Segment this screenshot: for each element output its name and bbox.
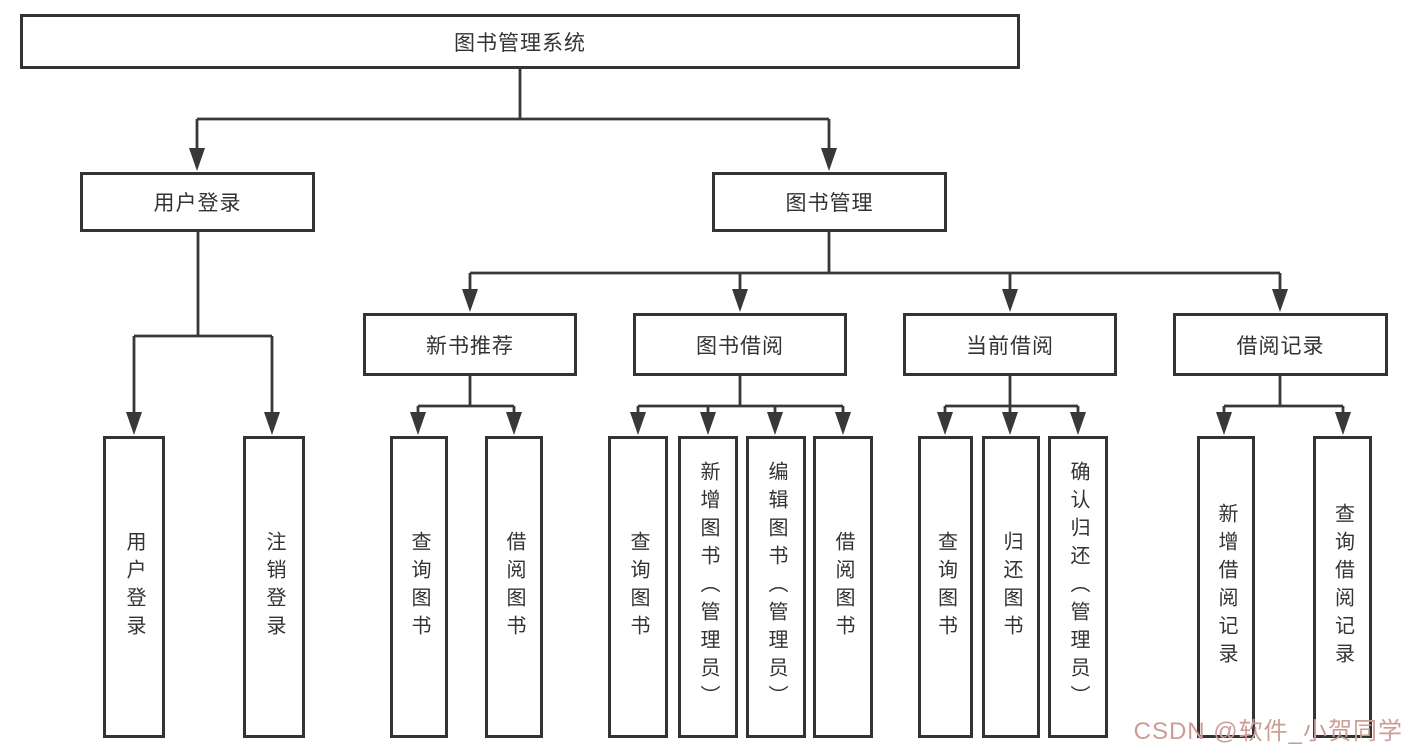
leaf-borrow-book-1: 借阅图书 [485, 436, 543, 738]
leaf-query-book-1: 查询图书 [390, 436, 448, 738]
node-book-management: 图书管理 [712, 172, 947, 232]
leaf-query-borrow-record-label: 查询借阅记录 [1331, 503, 1354, 671]
leaf-borrow-book-1-label: 借阅图书 [503, 531, 525, 643]
watermark: CSDN @软件_小贺同学 [1133, 718, 1403, 745]
leaf-edit-book-admin: 编辑图书（管理员） [746, 436, 806, 738]
leaf-logout: 注销登录 [243, 436, 305, 738]
leaf-return-book-label: 归还图书 [1000, 531, 1022, 643]
leaf-add-borrow-record-label: 新增借阅记录 [1215, 503, 1237, 671]
leaf-confirm-return-admin-label: 确认归还（管理员） [1067, 461, 1089, 713]
node-user-login: 用户登录 [80, 172, 315, 232]
node-borrow-record: 借阅记录 [1173, 313, 1388, 376]
leaf-query-book-2: 查询图书 [608, 436, 668, 738]
node-book-borrow: 图书借阅 [633, 313, 847, 376]
leaf-user-login: 用户登录 [103, 436, 165, 738]
leaf-query-borrow-record: 查询借阅记录 [1313, 436, 1372, 738]
leaf-add-borrow-record: 新增借阅记录 [1197, 436, 1255, 738]
leaf-return-book: 归还图书 [982, 436, 1040, 738]
node-new-book-recommend: 新书推荐 [363, 313, 577, 376]
leaf-query-book-2-label: 查询图书 [627, 531, 649, 643]
leaf-edit-book-admin-label: 编辑图书（管理员） [765, 461, 787, 713]
leaf-borrow-book-2-label: 借阅图书 [832, 531, 854, 643]
node-current-borrow: 当前借阅 [903, 313, 1117, 376]
arrowhead-icons [126, 148, 1351, 435]
leaf-borrow-book-2: 借阅图书 [813, 436, 873, 738]
leaf-user-login-label: 用户登录 [123, 531, 145, 643]
leaf-query-book-1-label: 查询图书 [408, 531, 430, 643]
leaf-add-book-admin-label: 新增图书（管理员） [697, 461, 719, 713]
leaf-query-book-3: 查询图书 [918, 436, 973, 738]
leaf-query-book-3-label: 查询图书 [934, 531, 957, 643]
leaf-logout-label: 注销登录 [263, 531, 285, 643]
leaf-add-book-admin: 新增图书（管理员） [678, 436, 738, 738]
leaf-confirm-return-admin: 确认归还（管理员） [1048, 436, 1108, 738]
node-root: 图书管理系统 [20, 14, 1020, 69]
